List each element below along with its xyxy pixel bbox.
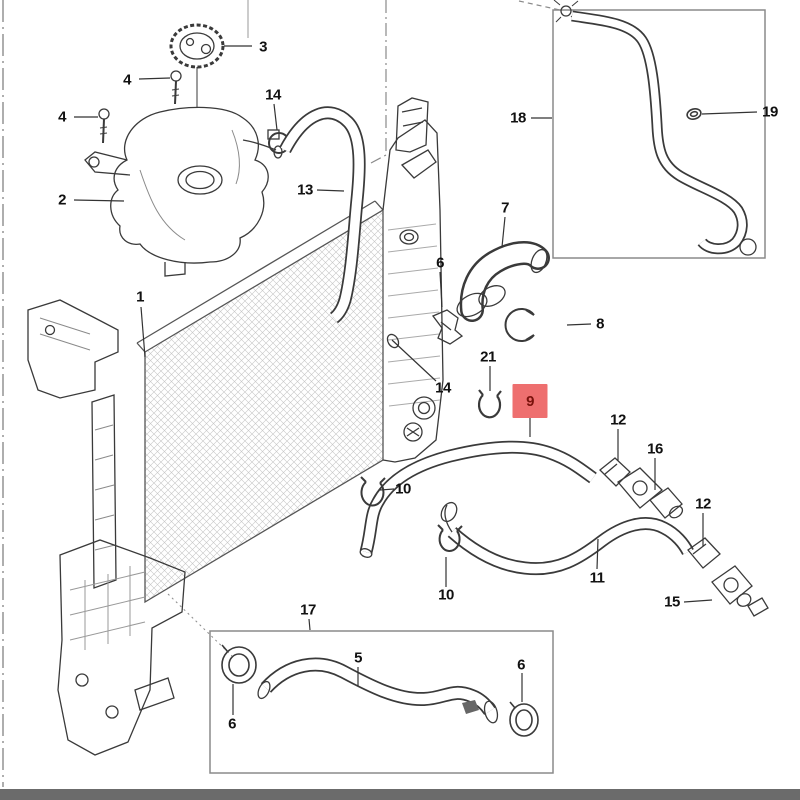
leader-line-14a: [273, 103, 278, 131]
leader-line-8: [566, 323, 592, 326]
lower-radiator-hose-11: [440, 501, 694, 576]
part-callout-11[interactable]: 11: [589, 569, 605, 587]
part-callout-12b[interactable]: 12: [695, 495, 711, 513]
small-clamp-21: [477, 389, 502, 419]
part-callout-5[interactable]: 5: [354, 649, 362, 667]
inset-boxes: [209, 9, 766, 774]
part-callout-10a[interactable]: 10: [395, 480, 411, 498]
part-callout-21[interactable]: 21: [480, 348, 496, 366]
part-callout-4a[interactable]: 4: [123, 71, 131, 89]
clip-bracket-6a: [431, 309, 464, 345]
part-callout-1[interactable]: 1: [136, 288, 144, 306]
part-callout-10b[interactable]: 10: [438, 586, 454, 604]
quick-connector-12a: [599, 457, 631, 487]
leader-line-13: [316, 189, 345, 192]
inset-box-17: [209, 630, 554, 774]
leader-line-19: [701, 111, 758, 115]
part-callout-7[interactable]: 7: [501, 199, 509, 217]
leader-line-17: [308, 618, 311, 631]
reservoir-body: [84, 106, 283, 277]
part-callout-6a[interactable]: 6: [436, 254, 444, 272]
upper-radiator-hose-9: [359, 440, 597, 558]
part-callout-13[interactable]: 13: [297, 181, 313, 199]
heater-pipe-18: [571, 10, 757, 256]
bottom-bar: [0, 789, 800, 800]
mount-bolt-b: [98, 108, 110, 144]
part-callout-8[interactable]: 8: [596, 315, 604, 333]
inset-box-18: [552, 9, 766, 259]
part-callout-18[interactable]: 18: [510, 109, 526, 127]
leader-line-10a: [379, 488, 395, 491]
part-callout-14b[interactable]: 14: [435, 379, 451, 397]
spring-clamp-8: [504, 308, 535, 342]
leader-line-1: [140, 306, 146, 358]
kit-hose-5: [257, 657, 499, 724]
part-callout-3[interactable]: 3: [259, 38, 267, 56]
kit-clamp-6b: [221, 644, 257, 684]
hose-clamp-10a: [360, 476, 386, 507]
reservoir-hose-13: [279, 106, 366, 324]
radiator-side-channel: [91, 394, 117, 589]
leader-lines: [73, 45, 758, 715]
leader-line-15: [683, 599, 713, 603]
part-callout-17[interactable]: 17: [300, 601, 316, 619]
leader-line-6a: [439, 271, 443, 308]
hose-clamp-10b: [437, 524, 463, 553]
leader-line-11: [596, 538, 599, 570]
outlet-elbow-7: [456, 241, 550, 322]
part-callout-6c[interactable]: 6: [517, 656, 525, 674]
radiator-right-tank: [382, 97, 444, 463]
fitting-15: [711, 565, 769, 617]
mount-bolt-a: [170, 70, 182, 105]
leader-line-2: [73, 199, 125, 202]
radiator-assembly: [27, 97, 444, 756]
leader-line-7: [501, 216, 506, 248]
fitting-16: [617, 467, 684, 519]
part-callout-6b[interactable]: 6: [228, 715, 236, 733]
part-callout-4b[interactable]: 4: [58, 108, 66, 126]
part-callout-16[interactable]: 16: [647, 440, 663, 458]
pipe-clamp-19: [686, 108, 702, 120]
grommet-clip: [553, 0, 579, 23]
part-callout-2[interactable]: 2: [58, 191, 66, 209]
inset-18-content: [553, 0, 757, 256]
page-border-marks: [2, 0, 561, 787]
part-callout-15[interactable]: 15: [664, 593, 680, 611]
upper-hose-group: [359, 440, 684, 558]
radiator-left-bracket: [27, 299, 119, 399]
part-callout-19[interactable]: 19: [762, 103, 778, 121]
leader-line-14b: [391, 339, 437, 382]
part-callout-12a[interactable]: 12: [610, 411, 626, 429]
radiator-lower-bracket: [57, 539, 186, 756]
coolant-reservoir-group: [84, 23, 366, 324]
lower-hose-group: [437, 501, 769, 617]
inset-17-content: [167, 593, 539, 737]
reservoir-cap: [169, 23, 225, 107]
part-callout-14a[interactable]: 14: [265, 86, 281, 104]
quick-connector-12b: [687, 537, 721, 569]
part-callout-9[interactable]: 9: [512, 384, 548, 418]
leader-line-4a: [138, 77, 171, 80]
elbow-and-clamps: [431, 241, 550, 419]
kit-clamp-6c: [509, 701, 539, 737]
